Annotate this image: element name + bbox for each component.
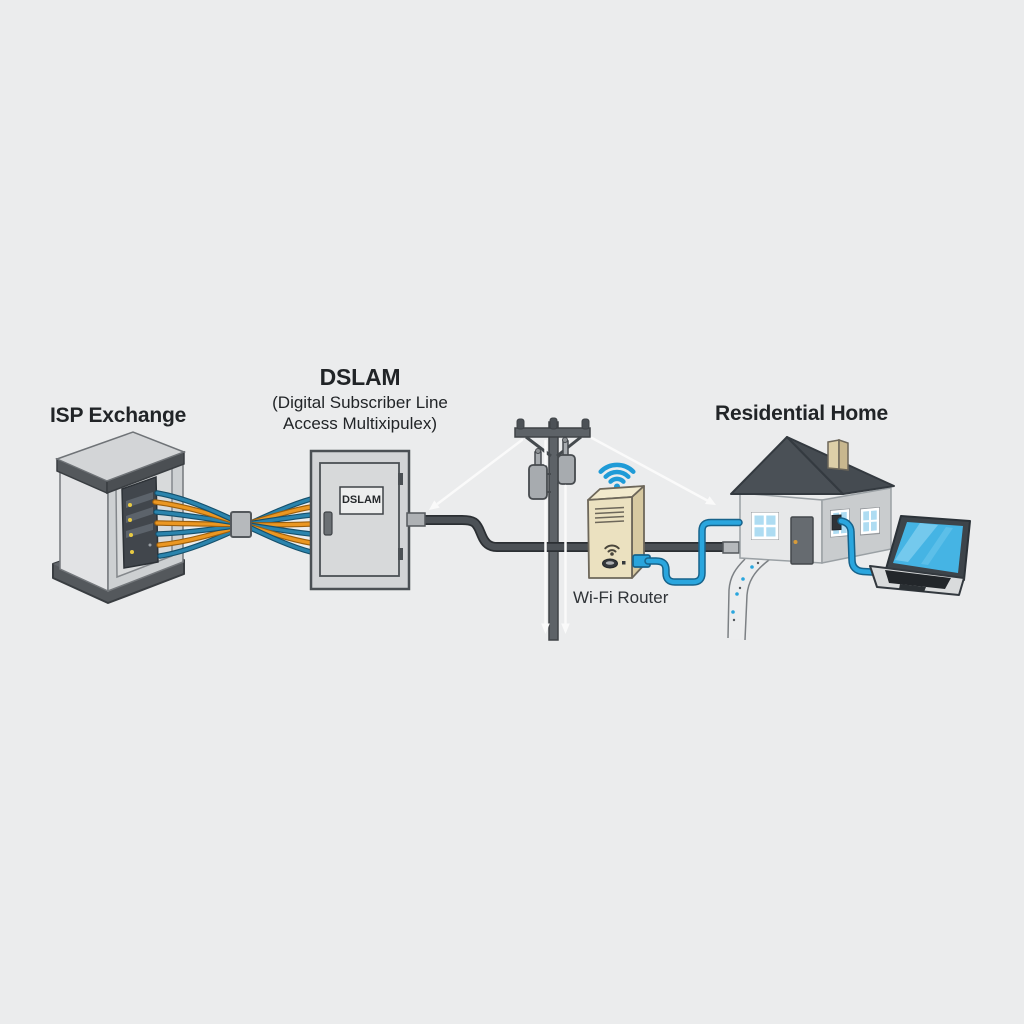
- dslam-subtitle-line1: (Digital Subscriber Line: [272, 393, 448, 412]
- rack-led: [128, 503, 132, 507]
- insulator: [549, 417, 558, 430]
- dslam-cabinet: [309, 449, 411, 591]
- dslam-cable-connector: [406, 512, 426, 527]
- insulator: [516, 418, 525, 430]
- isp-exchange-cabinet: [52, 431, 187, 604]
- ethernet-cable-modem-to-laptop: [837, 517, 893, 577]
- wifi-signal-icon: [598, 462, 636, 490]
- rack-led: [128, 518, 132, 522]
- dslam-name-plate: [339, 486, 384, 515]
- ethernet-cable-router-to-home: [644, 518, 743, 586]
- side-window: [860, 506, 880, 536]
- cable-clamp: [230, 511, 252, 538]
- home-cable-connector: [722, 541, 740, 554]
- utility-pole: [514, 417, 591, 641]
- dslam-door: [319, 462, 400, 577]
- pole-transformer: [557, 454, 576, 485]
- dslam-subtitle-line2: Access Multixipulex): [283, 414, 437, 433]
- phone-line-cable: [406, 512, 740, 554]
- arrow-to-dslam: [429, 438, 524, 510]
- door-hinge: [398, 473, 403, 485]
- walkway-path: [727, 558, 770, 641]
- insulator: [581, 418, 590, 430]
- residential-home-label: Residential Home: [715, 402, 889, 425]
- door-knob: [793, 540, 798, 544]
- rack-led: [130, 550, 134, 554]
- door-hinge: [398, 548, 403, 560]
- rack-led: [129, 533, 133, 537]
- residential-house: [730, 436, 895, 565]
- laptop: [869, 515, 971, 596]
- front-door: [790, 516, 814, 565]
- dslam-plate-text: DSLAM: [341, 494, 382, 506]
- chimney: [827, 439, 840, 470]
- laptop-trackpad: [899, 584, 926, 592]
- dslam-title: DSLAM: [319, 364, 401, 390]
- flow-arrows: [429, 436, 716, 634]
- router-wifi-glyph: [604, 544, 620, 556]
- door-handle: [323, 511, 333, 536]
- isp-exchange-label: ISP Exchange: [50, 404, 187, 427]
- wifi-router-label: Wi-Fi Router: [573, 588, 669, 607]
- arrow-down-left: [541, 439, 550, 634]
- front-window: [751, 512, 779, 540]
- pole-transformer: [528, 464, 548, 500]
- copper-cable-bundle: [152, 490, 314, 559]
- wifi-router: [587, 462, 651, 579]
- arrow-down-right: [561, 484, 570, 634]
- router-vents: [594, 506, 625, 524]
- arrow-to-home: [590, 436, 716, 505]
